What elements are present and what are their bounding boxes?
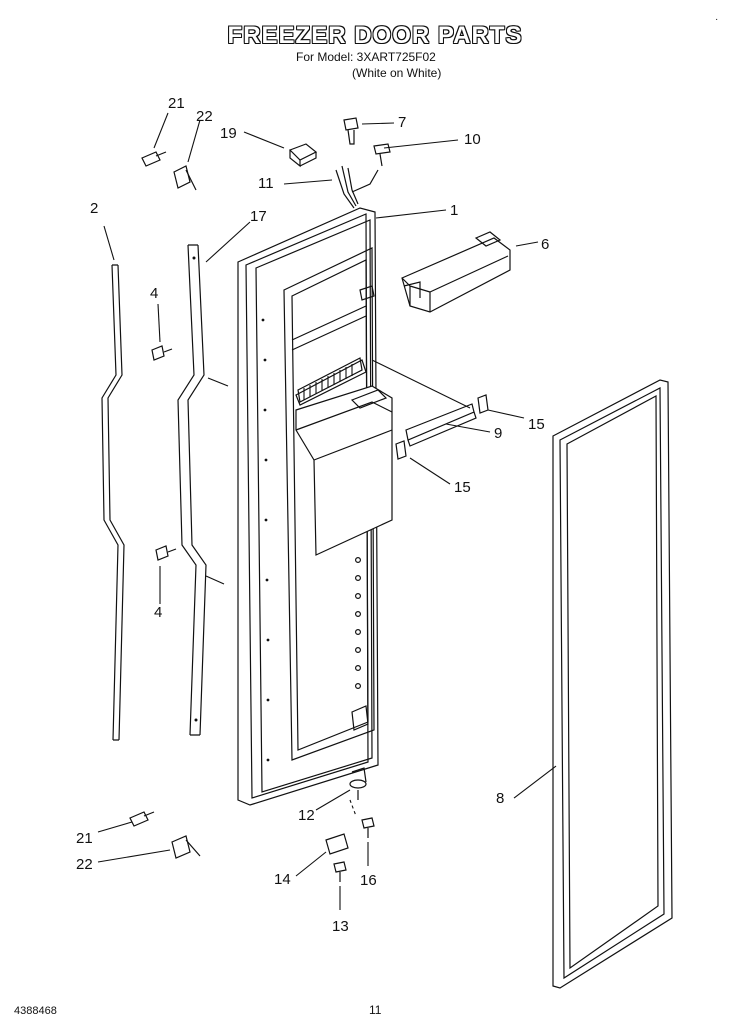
color-line: (White on White) (352, 66, 442, 80)
part-10-connector (373, 143, 391, 167)
part-15-end-caps (395, 394, 489, 460)
part-12-hinge (349, 767, 367, 800)
callout-15-bottom: 15 (454, 479, 471, 496)
part-17-trim-bar (177, 244, 207, 736)
part-14-bracket (325, 833, 349, 855)
callout-4-top: 4 (150, 285, 158, 302)
part-7-plug (343, 117, 359, 145)
part-21-22-bottom-hardware (129, 811, 201, 859)
part-9-trim-strip (405, 403, 477, 447)
callout-16: 16 (360, 872, 377, 889)
part-16-screw (361, 817, 375, 838)
callout-22-top: 22 (196, 108, 213, 125)
callout-6: 6 (541, 236, 549, 253)
callout-13: 13 (332, 918, 349, 935)
callout-21-top: 21 (168, 95, 185, 112)
part-8-gasket (552, 379, 673, 989)
page-number: 11 (369, 1003, 382, 1017)
callout-1: 1 (450, 202, 458, 219)
corner-mark: · (715, 14, 719, 25)
callout-21-bottom: 21 (76, 830, 93, 847)
callout-14: 14 (274, 871, 291, 888)
document-number: 4388468 (14, 1005, 57, 1017)
part-13-screw (333, 861, 347, 882)
part-11-wire-harness (335, 165, 379, 209)
page-title: FREEZER DOOR PARTS (227, 22, 523, 49)
part-21-22-top-hardware (141, 151, 197, 191)
ice-grille (297, 357, 363, 403)
part-19-switch (288, 143, 318, 168)
callout-17: 17 (250, 208, 267, 225)
callout-7: 7 (398, 114, 406, 131)
leader-lines (97, 112, 557, 910)
callout-4-bottom: 4 (154, 604, 162, 621)
callout-2: 2 (90, 200, 98, 217)
callout-labels: 21 22 19 7 10 11 1 2 17 6 4 15 9 15 4 8 … (76, 95, 549, 935)
callout-22-bottom: 22 (76, 856, 93, 873)
callout-8: 8 (496, 790, 504, 807)
callout-9: 9 (494, 425, 502, 442)
part-1-door-liner (237, 207, 393, 806)
part-2-trim-strip (101, 264, 125, 741)
callout-15-top: 15 (528, 416, 545, 433)
liner-holes (261, 318, 270, 762)
part-4-screws (151, 345, 177, 561)
callout-12: 12 (298, 807, 315, 824)
callout-10: 10 (464, 131, 481, 148)
model-line: For Model: 3XART725F02 (296, 50, 436, 64)
liner-lower-holes (355, 556, 362, 689)
part-6-door-bin (401, 231, 511, 313)
callout-11: 11 (258, 175, 274, 192)
callout-19: 19 (220, 125, 237, 142)
